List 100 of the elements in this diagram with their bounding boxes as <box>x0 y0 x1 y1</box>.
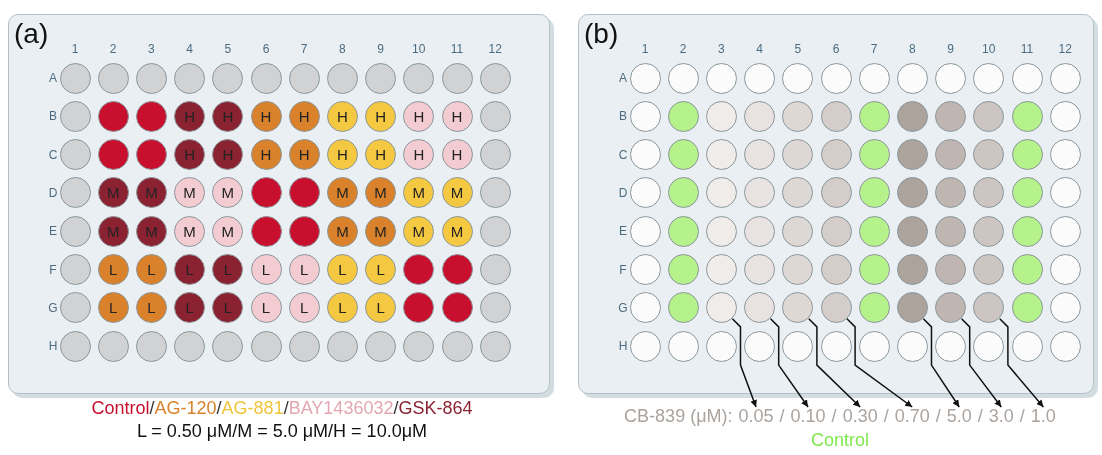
well: H <box>288 100 320 132</box>
well <box>1011 62 1043 94</box>
well: H <box>365 100 397 132</box>
well <box>250 215 282 247</box>
well <box>1049 139 1081 171</box>
well <box>288 330 320 362</box>
separator: / <box>831 406 837 427</box>
well <box>441 292 473 324</box>
well <box>1049 100 1081 132</box>
well <box>858 330 890 362</box>
arrow <box>960 318 1003 408</box>
row-letter: H <box>48 339 58 354</box>
well: L <box>174 254 206 285</box>
well <box>744 292 776 324</box>
well <box>629 62 661 94</box>
well <box>782 139 814 171</box>
arrow <box>769 318 809 408</box>
well <box>135 139 167 171</box>
well <box>403 62 435 94</box>
well <box>973 254 1005 285</box>
row-letter: C <box>48 147 58 162</box>
well <box>59 292 91 324</box>
separator: / <box>779 406 785 427</box>
well <box>1011 254 1043 285</box>
well <box>629 139 661 171</box>
well <box>365 62 397 94</box>
well <box>935 139 967 171</box>
well <box>935 330 967 362</box>
well <box>744 100 776 132</box>
column-number: 12 <box>1058 42 1072 56</box>
well <box>973 330 1005 362</box>
column-number: 2 <box>679 42 687 56</box>
well <box>973 177 1005 209</box>
well <box>744 215 776 247</box>
well: L <box>365 292 397 324</box>
row-letter: G <box>618 300 628 315</box>
concentration-key: L = 0.50 μM/M = 5.0 μM/H = 10.0μM <box>136 421 428 442</box>
well: H <box>441 139 473 171</box>
column-number: 2 <box>109 42 117 56</box>
well <box>174 330 206 362</box>
well <box>705 100 737 132</box>
well <box>973 139 1005 171</box>
well <box>479 139 511 171</box>
column-number: 10 <box>982 42 996 56</box>
well: H <box>174 100 206 132</box>
well <box>1049 215 1081 247</box>
well <box>479 292 511 324</box>
column-number: 4 <box>186 42 193 56</box>
well <box>212 330 244 362</box>
well <box>896 139 928 171</box>
well <box>97 62 129 94</box>
well: M <box>441 177 473 209</box>
well <box>1011 139 1043 171</box>
well: M <box>97 177 129 209</box>
column-number: 3 <box>148 42 155 56</box>
well <box>667 62 699 94</box>
column-number: 1 <box>71 42 79 56</box>
well <box>935 292 967 324</box>
well <box>782 292 814 324</box>
well: M <box>365 215 397 247</box>
separator: / <box>283 398 289 419</box>
well <box>59 215 91 247</box>
well <box>858 254 890 285</box>
well <box>782 215 814 247</box>
row-letter: D <box>618 185 628 200</box>
well <box>667 330 699 362</box>
column-number: 7 <box>300 42 308 56</box>
column-number: 9 <box>947 42 954 56</box>
well: M <box>212 177 244 209</box>
well: L <box>326 254 358 285</box>
well <box>97 100 129 132</box>
well <box>667 215 699 247</box>
column-number: 11 <box>450 42 464 56</box>
well <box>667 100 699 132</box>
well <box>1011 177 1043 209</box>
well <box>896 177 928 209</box>
well <box>59 177 91 209</box>
well <box>896 100 928 132</box>
well <box>59 100 91 132</box>
well <box>896 292 928 324</box>
concentration-value: 0.70 <box>894 406 930 427</box>
well <box>59 62 91 94</box>
well <box>479 330 511 362</box>
well <box>935 62 967 94</box>
concentration-value: 1.0 <box>1030 406 1056 427</box>
separator: / <box>883 406 889 427</box>
well <box>973 215 1005 247</box>
well <box>1049 330 1081 362</box>
well <box>479 62 511 94</box>
well <box>782 62 814 94</box>
well <box>441 254 473 285</box>
well <box>935 254 967 285</box>
well <box>1011 215 1043 247</box>
well <box>820 177 852 209</box>
well: M <box>403 215 435 247</box>
well <box>973 100 1005 132</box>
separator: / <box>216 398 222 419</box>
well: H <box>403 139 435 171</box>
well <box>441 330 473 362</box>
well <box>820 100 852 132</box>
